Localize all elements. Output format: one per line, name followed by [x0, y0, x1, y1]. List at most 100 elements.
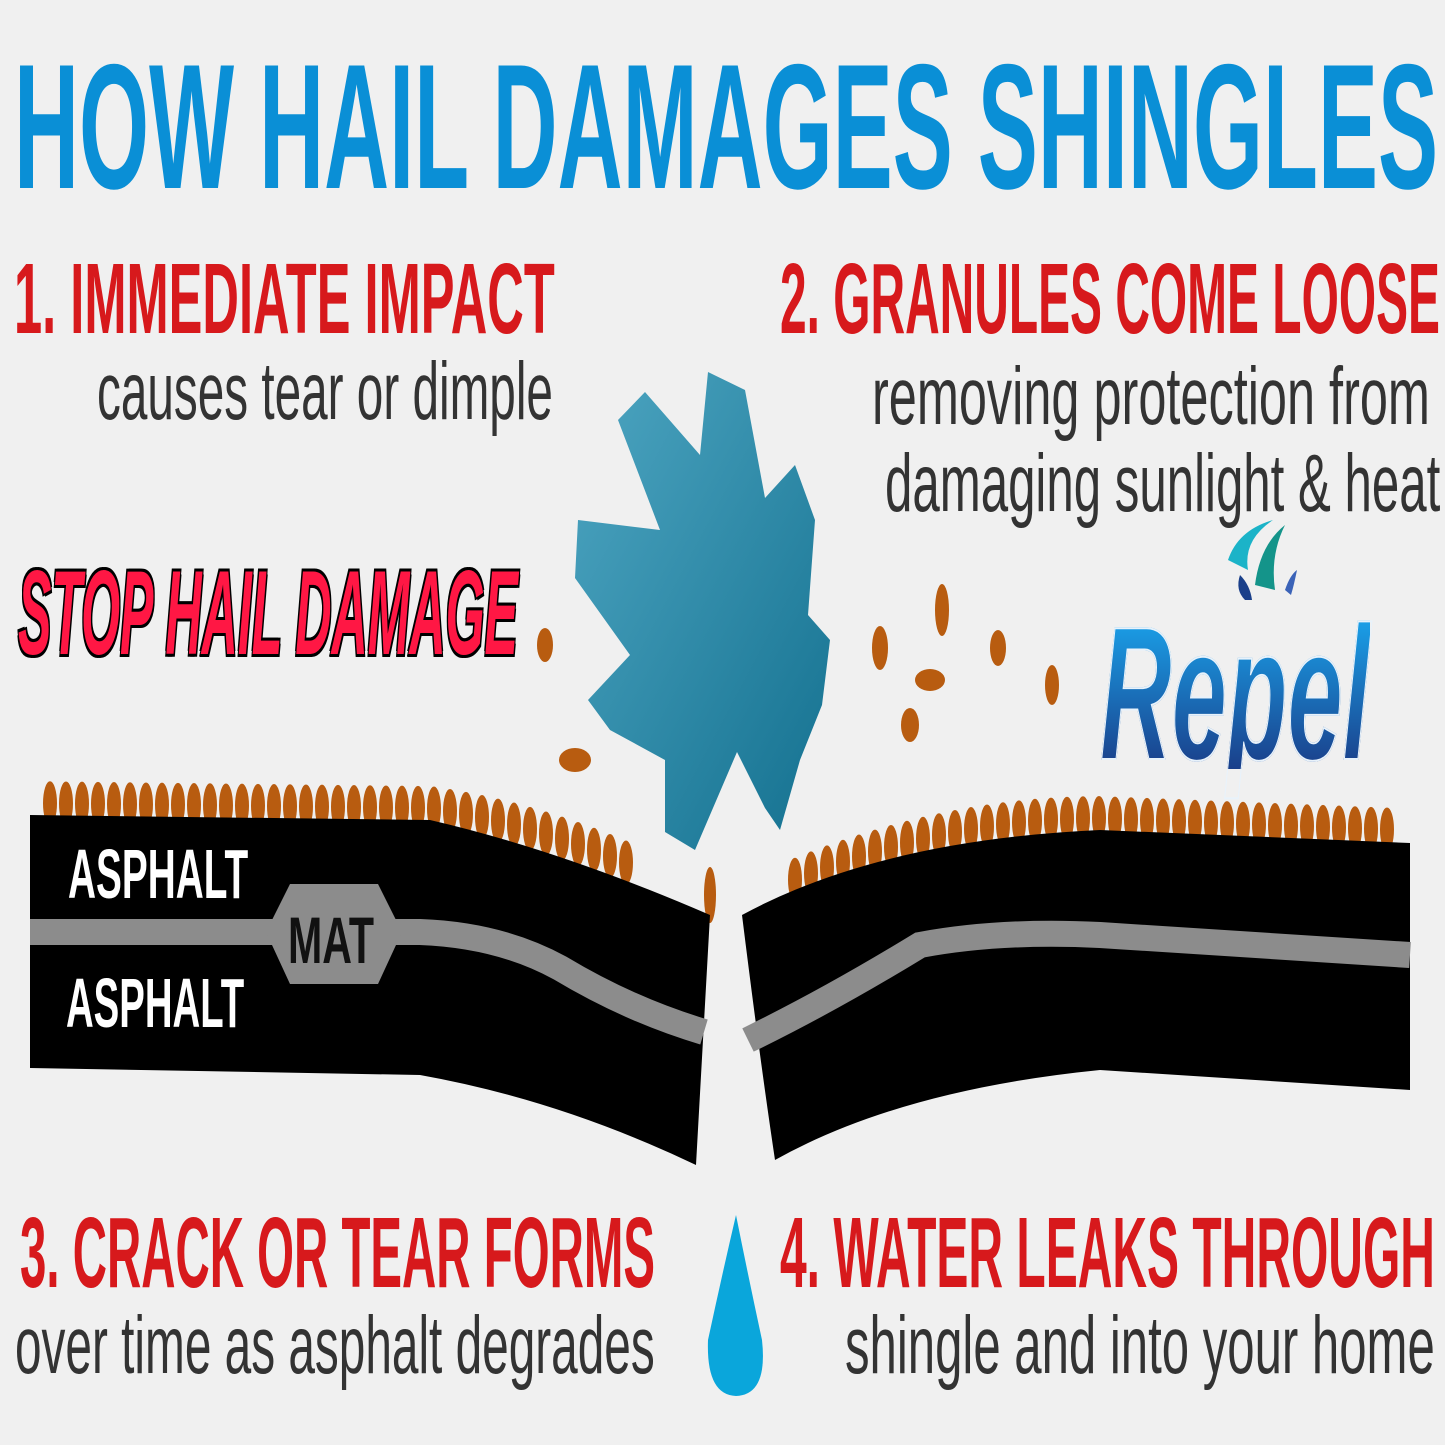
granule — [1284, 803, 1298, 848]
granule — [1332, 805, 1346, 850]
granule — [379, 785, 393, 830]
granule — [1364, 806, 1378, 851]
mat-label-box — [266, 884, 402, 984]
granule — [331, 784, 345, 829]
granule — [363, 785, 377, 830]
repel-logo: Repel — [1099, 588, 1371, 800]
granule — [123, 782, 137, 827]
granule — [235, 783, 249, 828]
granule — [1236, 801, 1250, 846]
granule — [537, 628, 553, 662]
shingle-left — [30, 815, 710, 1165]
granule — [571, 822, 585, 867]
granule — [603, 833, 617, 878]
step-2-heading: 2. GRANULES COME LOOSE — [780, 243, 1440, 355]
granule — [1140, 797, 1154, 842]
granule — [443, 789, 457, 834]
step-1-heading: 1. IMMEDIATE IMPACT — [14, 243, 555, 355]
granule — [1124, 797, 1138, 842]
mat-layer-right — [742, 920, 1411, 1052]
granule — [555, 816, 569, 861]
layer-label-bottom: ASPHALT — [66, 964, 245, 1042]
granule — [539, 811, 553, 856]
granule — [916, 816, 930, 861]
granule — [459, 791, 473, 836]
granule — [932, 813, 946, 858]
step-1-text: causes tear or dimple — [97, 346, 553, 437]
slogan-logo: STOP HAIL DAMAGE — [17, 546, 519, 680]
granule — [915, 669, 945, 691]
granule — [1220, 801, 1234, 846]
granule — [1108, 796, 1122, 841]
granule — [1076, 796, 1090, 841]
hailstone-icon — [575, 372, 830, 850]
granule — [203, 783, 217, 828]
granule — [411, 785, 425, 830]
granule — [267, 784, 281, 829]
granule — [901, 708, 919, 742]
granule — [900, 820, 914, 865]
granule — [1316, 804, 1330, 849]
granule — [315, 784, 329, 829]
granule — [1204, 800, 1218, 845]
granule — [59, 781, 73, 826]
step-3-heading: 3. CRACK OR TEAR FORMS — [20, 1197, 655, 1309]
layer-label-middle: MAT — [288, 903, 375, 977]
granule — [1252, 802, 1266, 847]
granule — [587, 827, 601, 872]
granule — [251, 783, 265, 828]
step-4-text: shingle and into your home — [845, 1300, 1435, 1391]
granule — [872, 626, 888, 670]
granule — [91, 781, 105, 826]
granule — [491, 798, 505, 843]
shingle-right — [742, 830, 1410, 1160]
granule — [1268, 803, 1282, 847]
granule — [299, 784, 313, 829]
granule — [619, 840, 633, 885]
granule — [187, 783, 201, 828]
granule — [1188, 799, 1202, 844]
repel-splash-icon — [1228, 520, 1297, 600]
granule — [559, 748, 591, 772]
granule — [996, 802, 1010, 847]
granule — [1156, 798, 1170, 843]
granule — [171, 782, 185, 827]
step-2-text-line-2: damaging sunlight & heat — [885, 438, 1441, 529]
granule — [507, 802, 521, 847]
granule — [219, 783, 233, 828]
granule — [283, 784, 297, 829]
granule — [395, 785, 409, 830]
layer-label-top: ASPHALT — [68, 835, 249, 913]
granule — [1060, 796, 1074, 841]
granule — [1044, 797, 1058, 842]
granule — [948, 809, 962, 854]
granule — [990, 630, 1006, 666]
shingle-diagram — [30, 584, 1411, 1165]
step-4-heading: 4. WATER LEAKS THROUGH — [780, 1197, 1435, 1309]
granule — [1092, 796, 1106, 841]
granule — [139, 782, 153, 827]
step-3-text: over time as asphalt degrades — [15, 1300, 655, 1391]
granule — [43, 781, 57, 826]
granule — [1300, 804, 1314, 849]
granule — [523, 806, 537, 851]
water-drop-icon — [707, 1215, 763, 1396]
granule — [980, 804, 994, 849]
granule — [1012, 800, 1026, 845]
step-2-text-line-1: removing protection from — [872, 351, 1430, 442]
granule — [1348, 806, 1362, 851]
granule — [427, 786, 441, 831]
granule — [1172, 799, 1186, 844]
granule — [475, 795, 489, 840]
granule — [107, 782, 121, 827]
granule — [347, 785, 361, 830]
granule — [1380, 807, 1394, 852]
granule — [1045, 665, 1059, 705]
granule — [75, 781, 89, 826]
granule — [1028, 798, 1042, 843]
page-title: HOW HAIL DAMAGES SHINGLES — [14, 27, 1439, 226]
granule — [155, 782, 169, 827]
granule — [964, 807, 978, 852]
